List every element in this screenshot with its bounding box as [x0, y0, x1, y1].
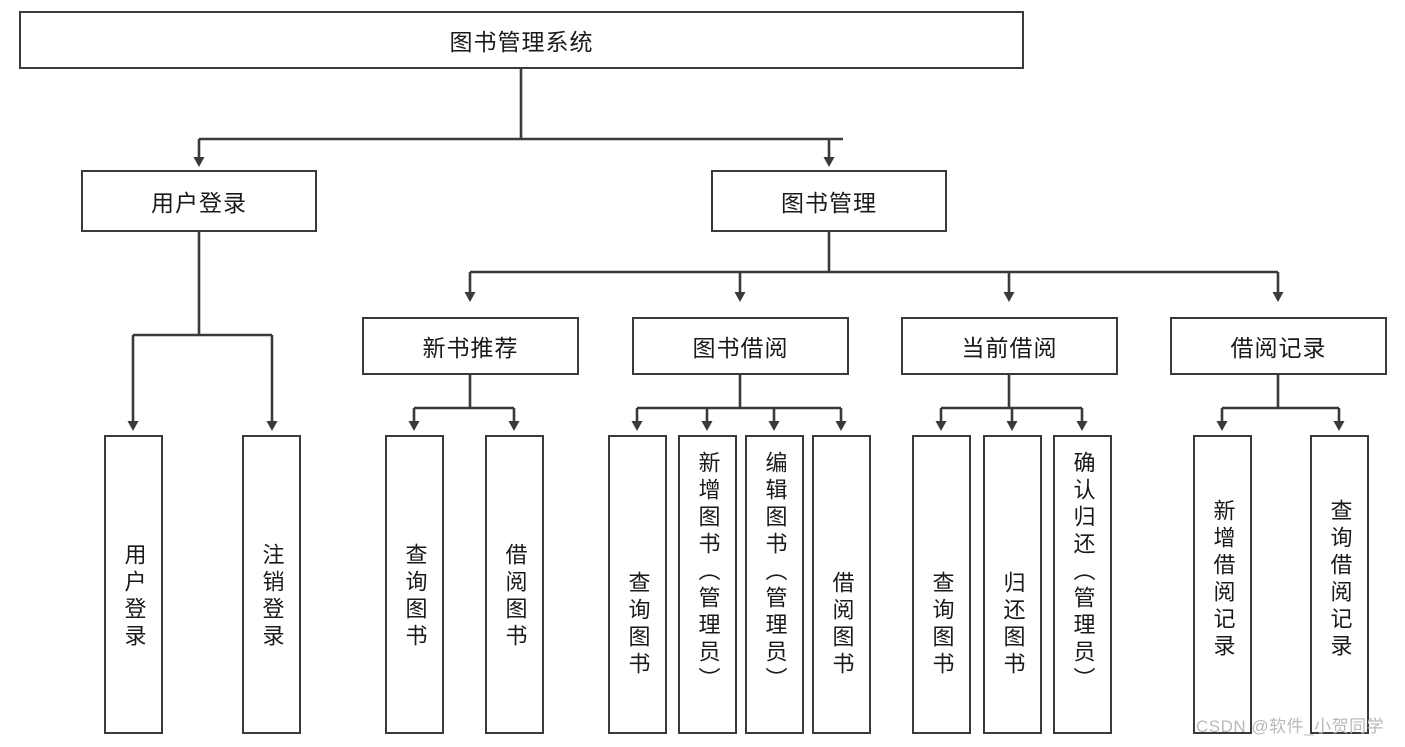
node-leaf-query-book-2[interactable]: 查询图书: [608, 435, 667, 734]
node-leaf-user-login[interactable]: 用户登录: [104, 435, 163, 734]
node-leaf-confirm-return[interactable]: 确认归还（管理员）: [1053, 435, 1112, 734]
node-leaf-query-book-2-label: 查询图书: [625, 571, 651, 679]
node-leaf-query-book-1-label: 查询图书: [402, 543, 428, 651]
node-borrow-record-label: 借阅记录: [1230, 335, 1327, 361]
node-current-borrow[interactable]: 当前借阅: [901, 317, 1118, 375]
node-leaf-return-book[interactable]: 归还图书: [983, 435, 1042, 734]
node-book-borrow[interactable]: 图书借阅: [632, 317, 849, 375]
node-leaf-add-book-admin-label: 新增图书（管理员）: [695, 451, 721, 694]
node-leaf-query-book-3[interactable]: 查询图书: [912, 435, 971, 734]
node-leaf-add-record-label: 新增借阅记录: [1210, 499, 1236, 661]
node-leaf-add-book-admin[interactable]: 新增图书（管理员）: [678, 435, 737, 734]
node-user-login-label: 用户登录: [151, 190, 247, 216]
node-leaf-edit-book-admin-label: 编辑图书（管理员）: [762, 451, 788, 694]
node-leaf-query-record-label: 查询借阅记录: [1327, 499, 1353, 661]
node-user-login[interactable]: 用户登录: [81, 170, 317, 232]
node-leaf-confirm-return-label: 确认归还（管理员）: [1070, 451, 1096, 694]
node-current-borrow-label: 当前借阅: [961, 335, 1058, 361]
node-leaf-add-record[interactable]: 新增借阅记录: [1193, 435, 1252, 734]
node-leaf-query-record[interactable]: 查询借阅记录: [1310, 435, 1369, 734]
node-leaf-user-logout-label: 注销登录: [259, 543, 285, 651]
node-leaf-query-book-1[interactable]: 查询图书: [385, 435, 444, 734]
node-leaf-user-login-label: 用户登录: [121, 543, 147, 651]
node-leaf-borrow-book-2-label: 借阅图书: [829, 571, 855, 679]
watermark-text: CSDN @软件_小贺同学: [1196, 717, 1385, 736]
node-book-borrow-label: 图书借阅: [692, 335, 789, 361]
node-borrow-record[interactable]: 借阅记录: [1170, 317, 1387, 375]
node-new-book-rec-label: 新书推荐: [422, 335, 519, 361]
node-leaf-borrow-book-2[interactable]: 借阅图书: [812, 435, 871, 734]
node-leaf-borrow-book-1[interactable]: 借阅图书: [485, 435, 544, 734]
node-leaf-query-book-3-label: 查询图书: [929, 571, 955, 679]
node-leaf-borrow-book-1-label: 借阅图书: [502, 543, 528, 651]
node-leaf-user-logout[interactable]: 注销登录: [242, 435, 301, 734]
node-root-label: 图书管理系统: [449, 29, 594, 55]
node-book-manage-label: 图书管理: [781, 190, 877, 216]
node-new-book-rec[interactable]: 新书推荐: [362, 317, 579, 375]
node-leaf-return-book-label: 归还图书: [1000, 571, 1026, 679]
node-root[interactable]: 图书管理系统: [19, 11, 1024, 69]
node-leaf-edit-book-admin[interactable]: 编辑图书（管理员）: [745, 435, 804, 734]
node-book-manage[interactable]: 图书管理: [711, 170, 947, 232]
